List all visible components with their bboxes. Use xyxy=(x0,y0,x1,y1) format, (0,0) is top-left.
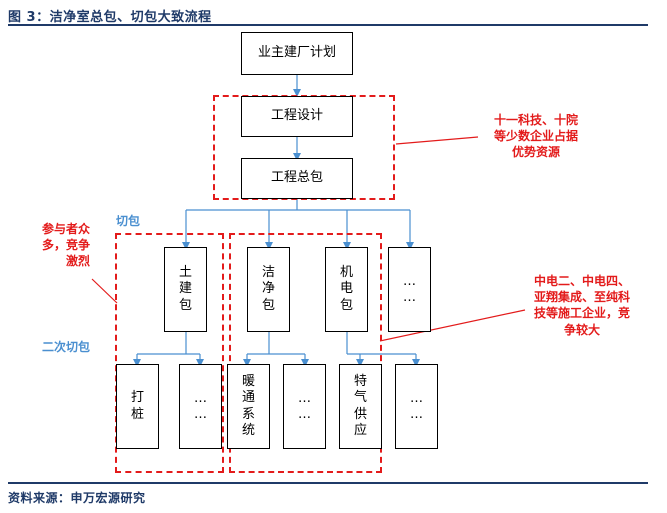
node-more-civil: … … xyxy=(179,364,222,449)
node-more-mep: … … xyxy=(395,364,438,449)
civil-cut-group xyxy=(115,233,224,473)
pointer-top-right xyxy=(395,136,479,145)
node-civil: 土建包 xyxy=(164,247,207,332)
source-note: 资料来源：申万宏源研究 xyxy=(8,491,146,505)
figure-title: 图 3：洁净室总包、切包大致流程 xyxy=(8,10,212,25)
note-top-right: 十一科技、十院 等少数企业占据 优势资源 xyxy=(493,113,578,160)
node-design: 工程设计 xyxy=(241,96,353,137)
pointer-bottom-right xyxy=(379,309,526,342)
node-hvac: 暖通系统 xyxy=(227,364,270,449)
node-piling: 打桩 xyxy=(116,364,159,449)
node-more-clean: … … xyxy=(283,364,326,449)
node-gas: 特气供应 xyxy=(339,364,382,449)
pointer-left xyxy=(91,278,118,304)
node-mep: 机电包 xyxy=(325,247,368,332)
clean-mep-cut-group xyxy=(229,233,382,473)
node-general: 工程总包 xyxy=(241,158,353,199)
top-rule xyxy=(8,24,648,26)
label-cut-package: 切包 xyxy=(116,214,141,228)
node-more-top: … … xyxy=(388,247,431,332)
bottom-rule xyxy=(8,482,648,484)
note-left: 参与者众 多，竞争 激烈 xyxy=(41,222,90,269)
note-bottom-right: 中电二、中电四、 亚翔集成、至纯科 技等施工企业，竞 争较大 xyxy=(533,274,630,337)
node-plan: 业主建厂计划 xyxy=(241,32,353,75)
node-clean: 洁净包 xyxy=(247,247,290,332)
label-second-cut: 二次切包 xyxy=(42,340,91,354)
